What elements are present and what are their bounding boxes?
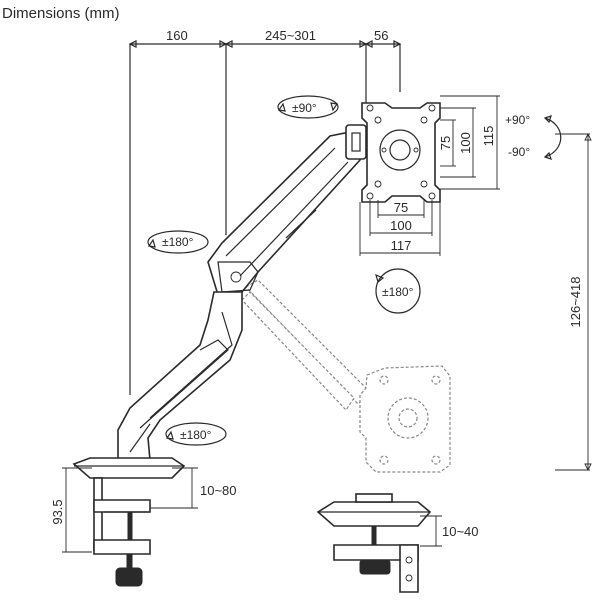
tilt-up-label: +90°: [505, 113, 530, 127]
base-rotate-indicator: [165, 422, 227, 446]
vesa-vertical-dimensions: [440, 95, 500, 190]
clamp-range-dimension: [150, 467, 198, 509]
base-rotate-label: ±180°: [180, 428, 212, 442]
diagram-title: Dimensions (mm): [2, 5, 120, 22]
height-dimension: [555, 132, 592, 472]
dim-clamp-range: 10~80: [200, 483, 237, 498]
dim-base-height: 93.5: [50, 499, 65, 524]
forearm: [117, 291, 243, 461]
top-dimension-lines: [128, 40, 402, 395]
upper-arm-rotate-indicator: [147, 230, 209, 254]
grommet-base: [316, 493, 432, 593]
upper-arm: [207, 124, 367, 296]
plate-rotate-label: ±180°: [382, 285, 414, 299]
dim-arm-reach-fixed: 160: [166, 28, 188, 43]
head-swivel-indicator: [277, 95, 339, 119]
dim-height-range: 126~418: [568, 277, 583, 328]
tilt-indicator: [543, 115, 562, 160]
vesa-horizontal-dimensions: [359, 200, 441, 256]
dim-grommet-range: 10~40: [442, 524, 479, 539]
dim-vesa-v-100: 100: [458, 132, 473, 154]
ghost-lower-arm: [241, 279, 451, 473]
dim-vesa-h-117: 117: [391, 238, 412, 253]
dim-vesa-h-75: 75: [394, 200, 408, 215]
clamp-base: [72, 457, 186, 587]
grommet-range-dimension: [420, 515, 442, 547]
head-swivel-label: ±90°: [292, 101, 317, 115]
base-height-dimension: [62, 467, 92, 553]
dim-head-depth: 56: [374, 28, 388, 43]
vesa-plate: [361, 102, 441, 203]
plate-rotate-indicator: [375, 268, 421, 314]
dim-vesa-v-115: 115: [481, 126, 496, 147]
tilt-down-label: -90°: [508, 145, 530, 159]
dim-arm-reach-extension: 245~301: [265, 28, 316, 43]
dim-vesa-h-100: 100: [390, 218, 412, 233]
upper-arm-rotate-label: ±180°: [162, 235, 194, 249]
dim-vesa-v-75: 75: [438, 136, 453, 150]
